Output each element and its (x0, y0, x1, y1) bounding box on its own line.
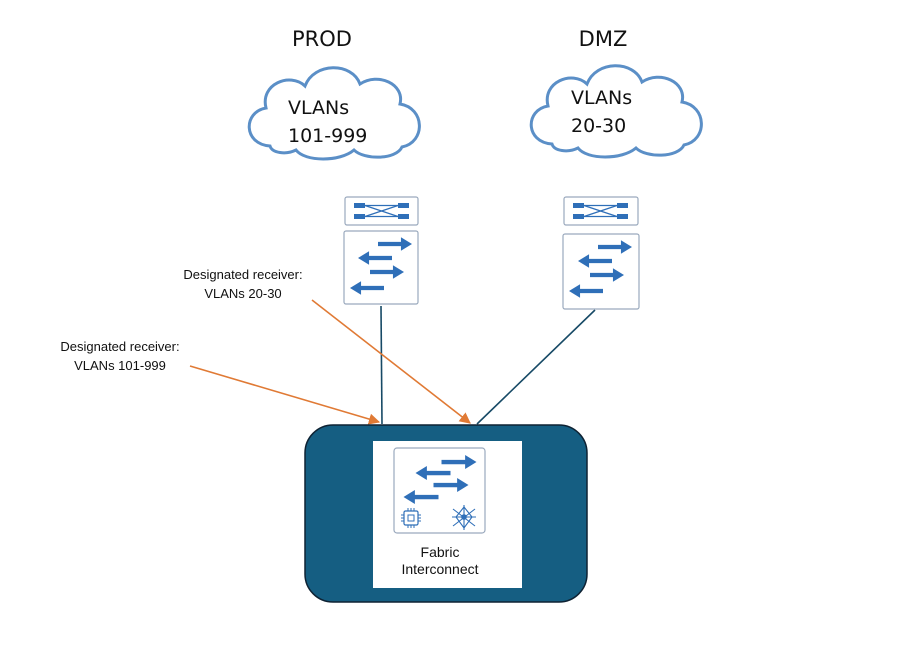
dmz-receiver-arrow (311, 299, 471, 424)
prod-receiver-vlans: VLANs 101-999 (74, 358, 166, 373)
prod-vlan-label: VLANs (288, 97, 349, 119)
dmz-vlan-label: VLANs (571, 87, 632, 109)
dmz-receiver-label: Designated receiver: (183, 267, 302, 282)
fabric-icon (452, 505, 476, 530)
prod-receiver-arrow (189, 365, 381, 425)
dmz-receiver-vlans: VLANs 20-30 (204, 286, 281, 301)
dmz-switch-icon (562, 233, 640, 310)
prod-uplink-line (380, 305, 383, 425)
dmz-cloud-icon: VLANs 20-30 (529, 64, 703, 159)
dmz-title: DMZ (579, 27, 628, 51)
fabric-interconnect-label-line2: Interconnect (401, 561, 478, 577)
prod-vlan-range: 101-999 (288, 125, 367, 147)
prod-cloud-icon: VLANs 101-999 (247, 66, 421, 161)
prod-layer2-switch-icon (344, 196, 419, 226)
dmz-layer2-switch-icon (563, 196, 639, 226)
fabric-interconnect: Fabric Interconnect (304, 424, 588, 603)
prod-switch-icon (343, 230, 419, 305)
prod-switch-stack (343, 196, 419, 305)
dmz-uplink-line (476, 309, 596, 425)
dmz-vlan-range: 20-30 (571, 115, 626, 137)
prod-receiver-label: Designated receiver: (60, 339, 179, 354)
chip-icon (401, 508, 421, 528)
dmz-switch-stack (562, 196, 640, 310)
prod-title: PROD (292, 27, 352, 51)
fabric-interconnect-label-line1: Fabric (421, 544, 460, 560)
fabric-interconnect-icon (393, 447, 486, 534)
